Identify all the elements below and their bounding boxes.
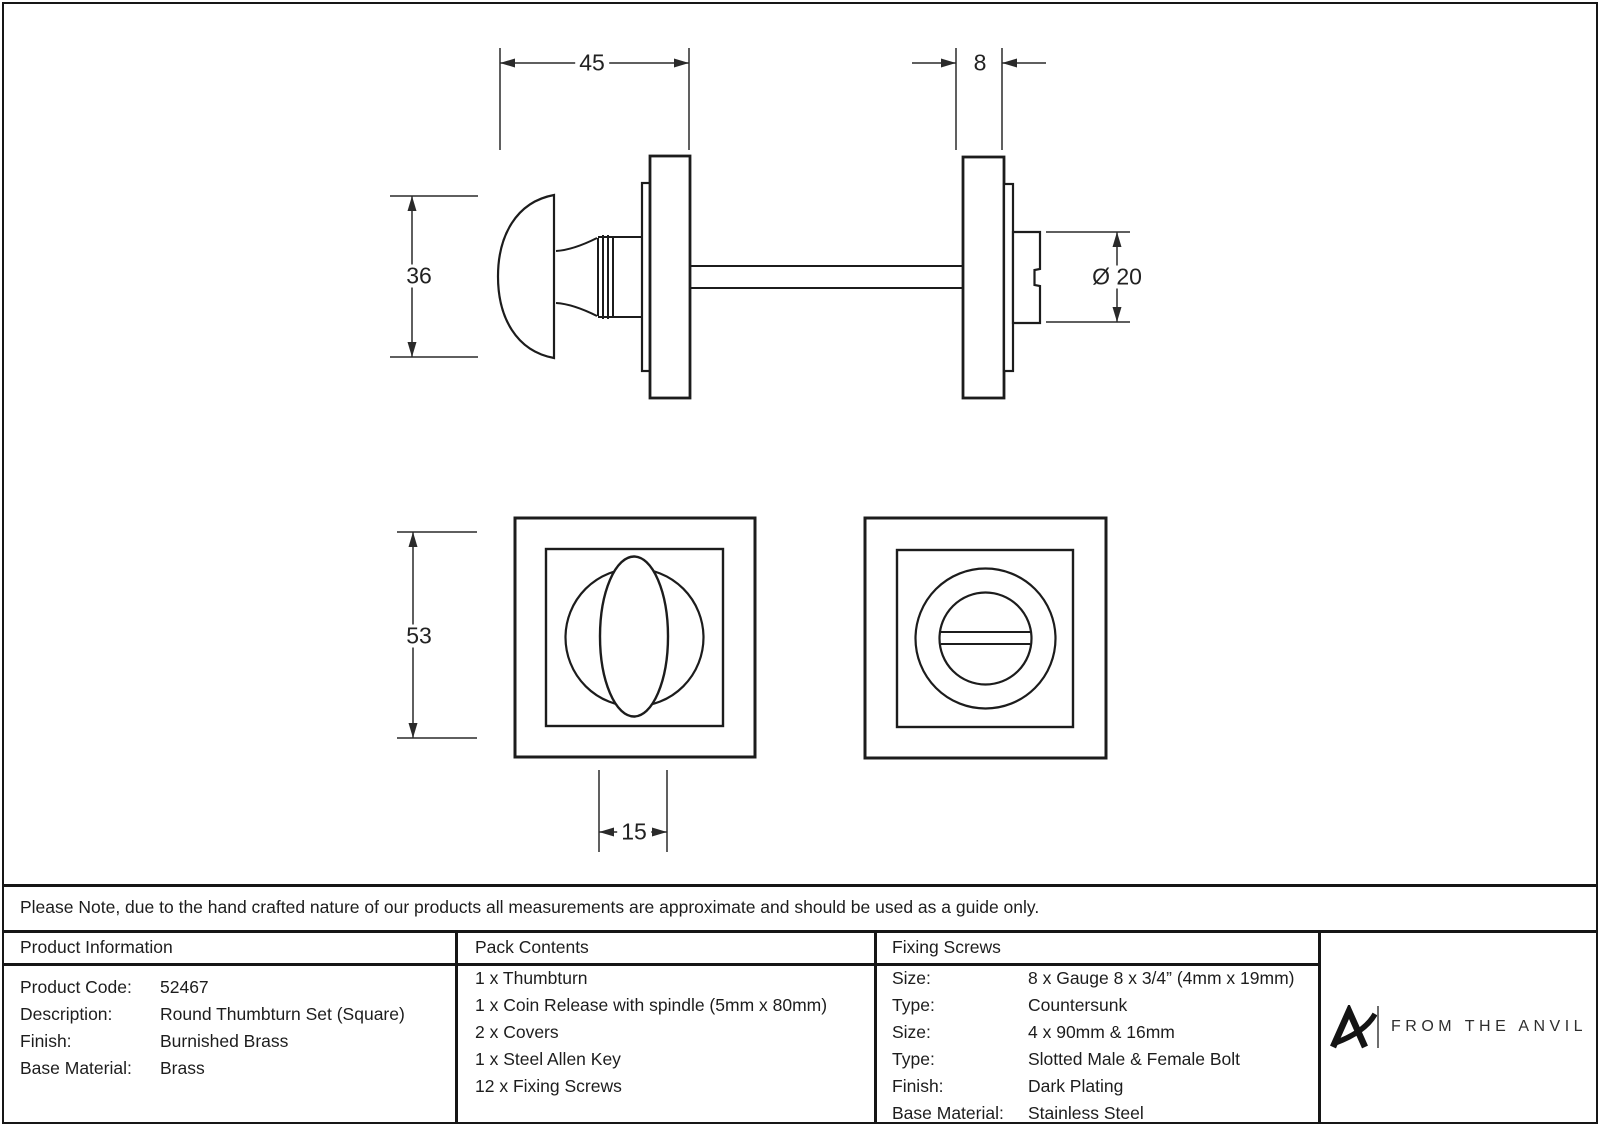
row-value: Countersunk [1028,995,1128,1015]
row-value: 52467 [160,977,209,997]
dim-knob-projection: 45 [575,51,609,75]
dim-knob-height: 36 [402,264,436,288]
row-label: Base Material: [892,1103,1004,1123]
row-label: Base Material: [20,1058,132,1078]
row-label: Finish: [20,1031,72,1051]
thumbturn-grip [598,555,670,718]
knob-neck [555,302,598,317]
row-value: Brass [160,1058,205,1078]
row-value: Round Thumbturn Set (Square) [160,1004,405,1024]
coin-release-boss [1011,230,1042,325]
column-divider [874,930,877,1124]
row-value: Slotted Male & Female Bolt [1028,1049,1241,1069]
row-value: 8 x Gauge 8 x 3/4” (4mm x 19mm) [1028,968,1295,988]
list-item: 1 x Thumbturn [475,968,588,988]
row-value: 4 x 90mm & 16mm [1028,1022,1175,1042]
fixing-screws-table: Size: 8 x Gauge 8 x 3/4” (4mm x 19mm) Typ… [892,965,1294,1126]
fixing-screws-header: Fixing Screws [892,937,1001,957]
row-label: Description: [20,1004,113,1024]
row-value: Dark Plating [1028,1076,1124,1096]
thumbturn-inner-square [544,547,725,728]
brand-divider [1377,1006,1379,1048]
table-row: Finish: Burnished Brass [20,1028,405,1055]
table-row: Type: Countersunk [892,992,1294,1019]
note-band-bottom-rule [2,930,1598,933]
list-item: 2 x Covers [475,1022,559,1042]
dim-release-diameter: Ø 20 [1088,265,1146,289]
product-information-header: Product Information [20,937,173,957]
list-item: 12 x Fixing Screws [475,1076,622,1096]
dim-rose-thickness: 8 [969,51,991,75]
right-rose-cover [961,155,1006,400]
measurement-note: Please Note, due to the hand crafted nat… [20,897,1040,917]
table-row: Size: 4 x 90mm & 16mm [892,1019,1294,1046]
note-band-top-rule [2,884,1598,887]
release-inner-circle [938,591,1033,686]
product-information-table: Product Code: 52467 Description: Round Thu… [20,974,405,1082]
technical-drawing [390,48,1130,852]
row-value: Stainless Steel [1028,1103,1144,1123]
table-row: Description: Round Thumbturn Set (Square) [20,1001,405,1028]
row-value: Burnished Brass [160,1031,289,1051]
column-divider [455,930,458,1124]
row-label: Type: [892,1049,935,1069]
right-rose-inner-plate [1002,182,1015,373]
table-row: Type: Slotted Male & Female Bolt [892,1046,1294,1073]
row-label: Product Code: [20,977,132,997]
row-label: Finish: [892,1076,944,1096]
table-row: Base Material: Stainless Steel [892,1100,1294,1126]
table-row: Size: 8 x Gauge 8 x 3/4” (4mm x 19mm) [892,965,1294,992]
row-label: Size: [892,968,931,988]
row-label: Size: [892,1022,931,1042]
table-row: Base Material: Brass [20,1055,405,1082]
release-square-cover [863,516,1108,760]
thumbturn-square-cover [513,516,757,759]
pack-contents-list: 1 x Thumbturn 1 x Coin Release with spin… [475,965,827,1100]
anvil-logo-icon [1330,1005,1378,1049]
table-row: Finish: Dark Plating [892,1073,1294,1100]
dim-rose-size: 53 [402,624,436,648]
row-label: Type: [892,995,935,1015]
dim-grip-width: 15 [617,820,651,844]
left-rose-cover [648,154,692,400]
list-item: 1 x Coin Release with spindle (5mm x 80m… [475,995,828,1015]
release-outer-circle [914,567,1057,710]
list-item: 1 x Steel Allen Key [475,1049,621,1069]
header-underline [2,963,1318,966]
knob-neck [555,237,598,252]
knob-dome [496,193,556,360]
table-row: Product Code: 52467 [20,974,405,1001]
column-divider [1318,930,1321,1124]
pack-contents-header: Pack Contents [475,937,589,957]
release-inner-square [895,548,1075,729]
brand-name: FROM THE ANVIL [1391,1018,1588,1035]
